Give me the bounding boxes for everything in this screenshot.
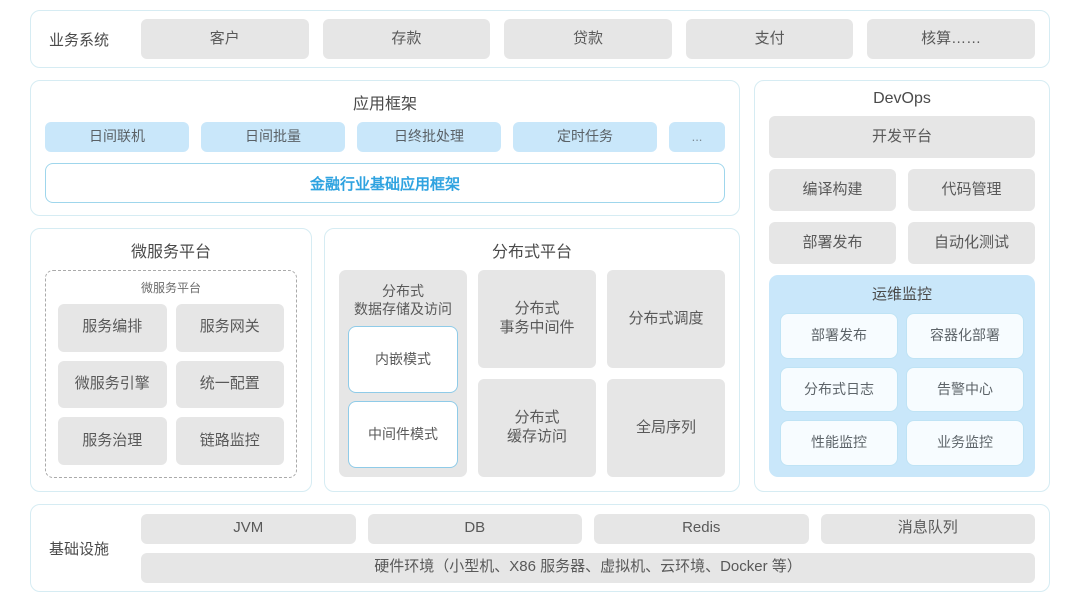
business-systems-panel: 业务系统 客户 存款 贷款 支付 核算…… — [30, 10, 1050, 68]
infrastructure-item-hardware-environment[interactable]: 硬件环境（小型机、X86 服务器、虚拟机、云环境、Docker 等） — [141, 552, 1035, 583]
infrastructure-item-jvm[interactable]: JVM — [141, 513, 356, 544]
financial-base-framework-bar[interactable]: 金融行业基础应用框架 — [45, 163, 725, 203]
infrastructure-item-redis[interactable]: Redis — [594, 513, 809, 544]
infrastructure-items: JVM DB Redis 消息队列 — [141, 513, 1035, 544]
distributed-item-transaction-middleware[interactable]: 分布式 事务中间件 — [478, 270, 596, 368]
microservice-platform-inner-title: 微服务平台 — [140, 281, 201, 295]
microservice-platform-title: 微服务平台 — [130, 244, 211, 261]
microservice-item-trace-monitoring[interactable]: 链路监控 — [175, 417, 284, 465]
platforms-row: 微服务平台 微服务平台 服务编排 服务网关 微服务引擎 统一配置 服务治理 链路… — [30, 228, 740, 492]
microservice-platform-grid: 服务编排 服务网关 微服务引擎 统一配置 服务治理 链路监控 — [58, 304, 284, 465]
ops-item-alert-center[interactable]: 告警中心 — [906, 366, 1024, 413]
devops-row-deploy: 部署发布 自动化测试 — [769, 222, 1035, 264]
devops-panel: DevOps 开发平台 编译构建 代码管理 部署发布 自动化测试 运维监控 — [754, 80, 1050, 492]
middle-section: 应用框架 日间联机 日间批量 日终批处理 定时任务 ... 金融行业基础应用框架… — [30, 80, 1050, 492]
devops-item-compile-build[interactable]: 编译构建 — [769, 169, 896, 211]
distributed-item-cache-access[interactable]: 分布式 缓存访问 — [478, 379, 596, 477]
distributed-item-scheduling[interactable]: 分布式调度 — [607, 270, 725, 368]
ops-monitoring-title: 运维监控 — [871, 286, 932, 303]
distributed-item-transaction-middleware-line1: 分布式 — [514, 300, 560, 318]
business-system-item-accounting[interactable]: 核算…… — [867, 19, 1035, 59]
business-system-item-loan[interactable]: 贷款 — [504, 19, 672, 59]
ops-item-containerized-deploy[interactable]: 容器化部署 — [906, 313, 1024, 359]
middle-left-column: 应用框架 日间联机 日间批量 日终批处理 定时任务 ... 金融行业基础应用框架… — [30, 80, 740, 492]
microservice-item-orchestration[interactable]: 服务编排 — [58, 304, 167, 352]
ops-item-performance-monitoring[interactable]: 性能监控 — [780, 420, 898, 466]
devops-item-dev-platform[interactable]: 开发平台 — [769, 116, 1035, 158]
devops-item-deploy-release[interactable]: 部署发布 — [769, 222, 896, 264]
ops-item-distributed-log[interactable]: 分布式日志 — [780, 366, 898, 413]
distributed-storage-mode-embedded[interactable]: 内嵌模式 — [348, 326, 458, 394]
distributed-item-transaction-middleware-line2: 事务中间件 — [499, 319, 575, 336]
distributed-platform-body: 分布式 数据存储及访问 内嵌模式 中间件模式 分布式 事务中间件 — [325, 270, 739, 491]
infrastructure-item-db[interactable]: DB — [367, 513, 582, 544]
devops-item-automated-test[interactable]: 自动化测试 — [908, 222, 1035, 264]
devops-title: DevOps — [873, 90, 931, 107]
distributed-platform-panel: 分布式平台 分布式 数据存储及访问 内嵌模式 中间件模式 — [324, 228, 740, 492]
microservice-item-governance[interactable]: 服务治理 — [58, 417, 167, 465]
infrastructure-panel: 基础设施 JVM DB Redis 消息队列 硬件环境（小型机、X86 服务器、… — [30, 504, 1050, 592]
business-system-item-customer[interactable]: 客户 — [141, 19, 309, 59]
devops-item-code-management[interactable]: 代码管理 — [908, 169, 1035, 211]
app-framework-item-daytime-online[interactable]: 日间联机 — [45, 122, 189, 152]
microservice-platform-inner-box: 微服务平台 服务编排 服务网关 微服务引擎 统一配置 服务治理 链路监控 — [45, 270, 297, 478]
ops-monitoring-block: 运维监控 部署发布 容器化部署 分布式日志 告警中心 性能监控 业务监控 — [769, 275, 1035, 477]
distributed-item-cache-access-line1: 分布式 — [514, 409, 560, 427]
distributed-storage-title-line2: 数据存储及访问 — [354, 301, 452, 318]
application-framework-items: 日间联机 日间批量 日终批处理 定时任务 ... — [45, 122, 725, 152]
ops-monitoring-grid: 部署发布 容器化部署 分布式日志 告警中心 性能监控 业务监控 — [780, 313, 1024, 466]
distributed-storage-mode-middleware[interactable]: 中间件模式 — [348, 401, 458, 468]
distributed-platform-title: 分布式平台 — [491, 244, 572, 261]
business-systems-label: 业务系统 — [49, 31, 110, 49]
microservice-platform-panel: 微服务平台 微服务平台 服务编排 服务网关 微服务引擎 统一配置 服务治理 链路… — [30, 228, 312, 492]
infrastructure-hardware-row: 硬件环境（小型机、X86 服务器、虚拟机、云环境、Docker 等） — [141, 552, 1035, 583]
infrastructure-item-message-queue[interactable]: 消息队列 — [820, 513, 1035, 544]
devops-column: DevOps 开发平台 编译构建 代码管理 部署发布 自动化测试 运维监控 — [754, 80, 1050, 492]
ops-item-business-monitoring[interactable]: 业务监控 — [906, 420, 1024, 466]
app-framework-item-more[interactable]: ... — [669, 122, 725, 152]
infrastructure-stack: JVM DB Redis 消息队列 硬件环境（小型机、X86 服务器、虚拟机、云… — [141, 513, 1035, 583]
infrastructure-label: 基础设施 — [49, 540, 110, 558]
distributed-item-cache-access-line2: 缓存访问 — [506, 428, 567, 445]
app-framework-item-daytime-batch[interactable]: 日间批量 — [201, 122, 345, 152]
microservice-item-unified-config[interactable]: 统一配置 — [175, 360, 284, 409]
distributed-storage-title: 分布式 数据存储及访问 — [348, 278, 458, 326]
application-framework-title: 应用框架 — [352, 96, 417, 113]
distributed-storage-title-line1: 分布式 — [382, 283, 424, 299]
app-framework-item-eod-batch[interactable]: 日终批处理 — [357, 122, 501, 152]
distributed-item-global-sequence[interactable]: 全局序列 — [607, 379, 725, 477]
devops-row-build: 编译构建 代码管理 — [769, 169, 1035, 211]
devops-body: 开发平台 编译构建 代码管理 部署发布 自动化测试 运维监控 部署发布 容器化部… — [755, 116, 1049, 491]
ops-item-deploy-release[interactable]: 部署发布 — [780, 313, 898, 359]
distributed-platform-grid: 分布式 事务中间件 分布式调度 分布式 缓存访问 — [478, 270, 725, 477]
application-framework-panel: 应用框架 日间联机 日间批量 日终批处理 定时任务 ... 金融行业基础应用框架 — [30, 80, 740, 216]
business-systems-items: 客户 存款 贷款 支付 核算…… — [141, 19, 1035, 59]
microservice-item-gateway[interactable]: 服务网关 — [175, 304, 284, 352]
business-system-item-deposit[interactable]: 存款 — [322, 19, 491, 59]
business-system-item-payment[interactable]: 支付 — [685, 19, 854, 59]
distributed-storage-column[interactable]: 分布式 数据存储及访问 内嵌模式 中间件模式 — [339, 270, 467, 477]
app-framework-item-scheduled-task[interactable]: 定时任务 — [513, 122, 657, 152]
microservice-item-engine[interactable]: 微服务引擎 — [58, 360, 167, 409]
